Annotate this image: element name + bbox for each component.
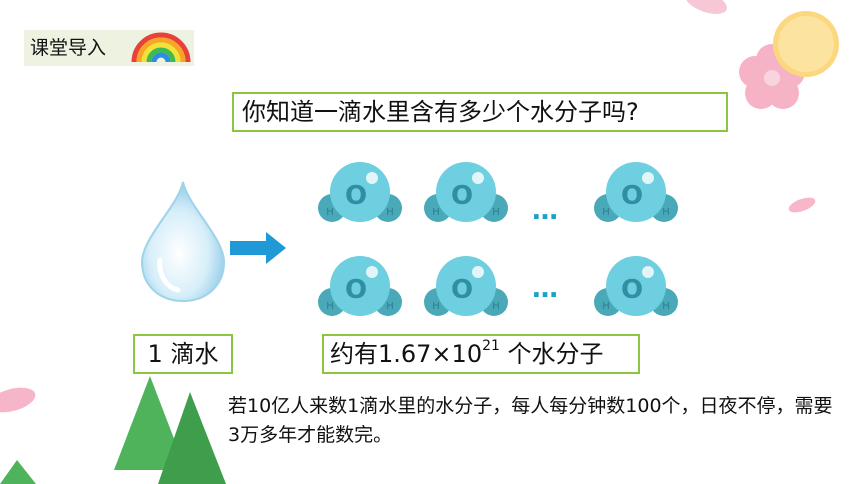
count-prefix: 约有1.67×10 <box>330 340 483 368</box>
petal-decor <box>685 0 727 15</box>
water-molecule-icon <box>594 254 678 326</box>
petal-decor <box>788 197 816 213</box>
tree-decor <box>0 460 36 484</box>
water-molecule-icon <box>318 254 402 326</box>
petal-decor <box>0 387 36 413</box>
water-molecule-icon <box>424 160 508 232</box>
ellipsis: … <box>532 274 559 304</box>
ellipsis: … <box>532 196 559 226</box>
water-molecule-icon <box>594 160 678 232</box>
tree-decor <box>158 392 226 484</box>
molecule-count-label: 约有1.67×1021 个水分子 <box>322 334 640 374</box>
count-suffix: 个水分子 <box>499 340 604 368</box>
rainbow-icon <box>131 32 191 63</box>
water-drop-icon <box>140 181 226 303</box>
water-molecule-icon <box>424 254 508 326</box>
arrow-right-icon <box>230 232 286 264</box>
question-box: 你知道一滴水里含有多少个水分子吗? <box>232 92 728 132</box>
water-molecule-icon <box>318 160 402 232</box>
explanation-note: 若10亿人来数1滴水里的水分子，每人每分钟数100个，日夜不停，需要3万多年才能… <box>228 395 833 446</box>
count-exponent: 21 <box>482 338 500 354</box>
tree-decor <box>114 376 186 470</box>
section-tag-label: 课堂导入 <box>30 37 107 59</box>
one-drop-label: 1 滴水 <box>133 334 233 374</box>
